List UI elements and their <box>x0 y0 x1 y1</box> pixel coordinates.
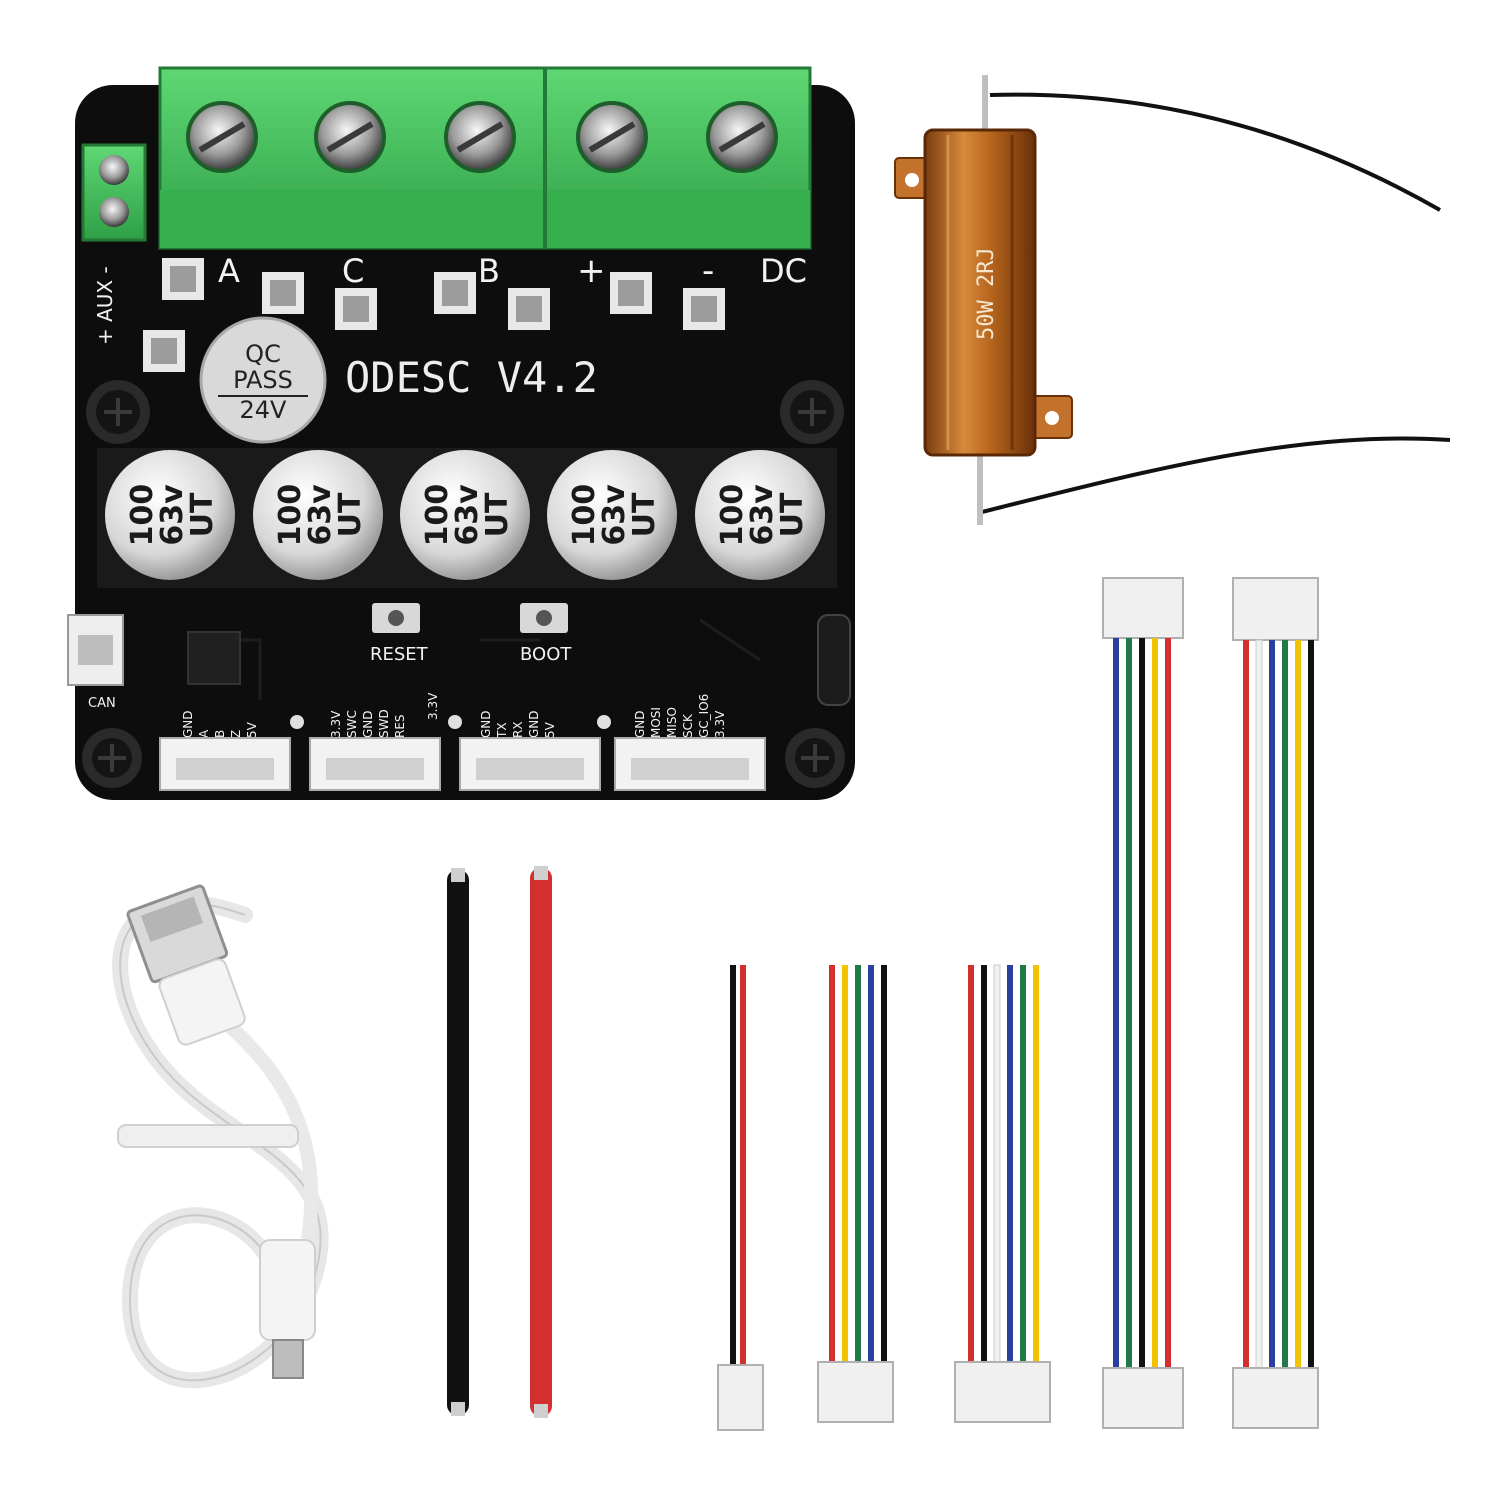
jst-headers <box>159 737 766 791</box>
via-pads <box>143 258 725 372</box>
svg-text:UT: UT <box>775 492 810 537</box>
pin-labels: GND A B Z 5V 3.3V SWC GND SWD RES 3.3V G… <box>181 692 727 739</box>
svg-text:GND: GND <box>479 710 493 738</box>
terminal-label-b: B <box>478 252 500 290</box>
svg-text:5V: 5V <box>543 721 557 738</box>
terminal-screws <box>186 101 778 173</box>
reset-button[interactable] <box>372 603 420 633</box>
svg-text:SCK: SCK <box>681 713 695 738</box>
jst-cable-6pin-long <box>1102 577 1184 1429</box>
power-lead-black <box>447 870 469 1415</box>
capacitor: 100 63v UT <box>541 448 689 588</box>
boot-button[interactable] <box>520 603 568 633</box>
svg-text:RES: RES <box>393 714 407 738</box>
svg-text:RX: RX <box>511 721 525 738</box>
svg-text:TX: TX <box>495 722 509 739</box>
svg-text:A: A <box>197 729 211 738</box>
svg-text:GND: GND <box>633 710 647 738</box>
qc-pass-sticker: QC PASS 24V <box>199 316 327 444</box>
jst-cable-6pin-short <box>954 964 1051 1423</box>
terminal-label-plus: + <box>577 251 606 291</box>
terminal-label-a: A <box>218 252 240 290</box>
svg-text:GND: GND <box>527 710 541 738</box>
svg-text:PASS: PASS <box>233 366 293 394</box>
svg-text:MISO: MISO <box>665 707 679 738</box>
svg-text:100: 100 <box>125 484 160 547</box>
svg-text:GC_IO6: GC_IO6 <box>697 694 711 738</box>
pcb <box>75 85 855 800</box>
capacitor: 100 63v UT <box>689 448 837 588</box>
jst-cable-5pin-short <box>817 965 894 1423</box>
svg-text:SWD: SWD <box>377 709 391 738</box>
driver-chip <box>187 631 241 685</box>
svg-text:3.3V: 3.3V <box>713 710 727 738</box>
bulk-capacitors: 100 63v UT 100 63v UT 100 63v <box>97 448 837 588</box>
svg-text:Z: Z <box>229 730 243 738</box>
jst-cable-2pin <box>717 965 764 1431</box>
terminal-label-c: C <box>342 252 364 290</box>
svg-text:3.3V: 3.3V <box>426 692 440 720</box>
terminal-label-dc: DC <box>760 252 807 290</box>
mounting-screws <box>82 380 845 788</box>
svg-text:GND: GND <box>181 710 195 738</box>
aux-label: + AUX - <box>93 266 117 345</box>
usb-cable-icon <box>112 884 329 1389</box>
power-terminal-block <box>158 66 812 250</box>
power-lead-icon <box>447 866 552 1418</box>
svg-text:100: 100 <box>567 484 602 547</box>
board-title: ODESC V4.2 <box>345 353 598 402</box>
brake-resistor: 50W 2RJ <box>894 75 1451 525</box>
pin-label-group-swd: 3.3V SWC GND SWD RES <box>329 709 407 738</box>
usb-a-plug <box>126 884 246 1046</box>
svg-text:UT: UT <box>480 492 515 537</box>
terminal-label-minus: - <box>702 251 714 291</box>
svg-text:B: B <box>213 730 227 738</box>
svg-text:3.3V: 3.3V <box>329 710 343 738</box>
side-component <box>817 614 851 706</box>
resistor-marking: 50W 2RJ <box>974 247 999 340</box>
reset-label: RESET <box>370 644 429 665</box>
pin-label-group-spi: GND MOSI MISO SCK GC_IO6 3.3V <box>633 694 727 738</box>
pin-label-group-encoder: GND A B Z 5V <box>181 710 259 738</box>
pin-label-group-uart: 3.3V GND TX RX GND 5V <box>426 692 557 739</box>
micro-usb-plug <box>259 1239 316 1379</box>
svg-text:MOSI: MOSI <box>649 707 663 738</box>
capacitor: 100 63v UT <box>97 448 245 588</box>
connector-cable-icon <box>717 577 1319 1431</box>
svg-text:63v: 63v <box>155 484 190 546</box>
capacitor: 100 63v UT <box>245 448 393 588</box>
svg-text:UT: UT <box>333 492 368 537</box>
svg-text:UT: UT <box>185 492 220 537</box>
svg-text:QC: QC <box>245 340 281 368</box>
boot-label: BOOT <box>520 644 572 665</box>
odesc-board: + AUX - A C B + - DC QC PASS 24V <box>67 66 855 800</box>
svg-text:UT: UT <box>627 492 662 537</box>
svg-text:24V: 24V <box>240 396 288 424</box>
power-lead-red <box>530 868 552 1416</box>
svg-text:100: 100 <box>420 484 455 547</box>
jst-cable-6pin-long <box>1232 577 1319 1429</box>
can-connector <box>67 614 124 686</box>
svg-text:63v: 63v <box>303 484 338 546</box>
svg-text:63v: 63v <box>450 484 485 546</box>
capacitor: 100 63v UT <box>393 448 541 588</box>
svg-text:GND: GND <box>361 710 375 738</box>
svg-text:100: 100 <box>273 484 308 547</box>
svg-text:63v: 63v <box>597 484 632 546</box>
svg-text:5V: 5V <box>245 721 259 738</box>
svg-text:100: 100 <box>715 484 750 547</box>
can-label: CAN <box>88 696 116 711</box>
svg-text:SWC: SWC <box>345 710 359 738</box>
aux-terminal <box>81 143 147 242</box>
svg-text:63v: 63v <box>745 484 780 546</box>
